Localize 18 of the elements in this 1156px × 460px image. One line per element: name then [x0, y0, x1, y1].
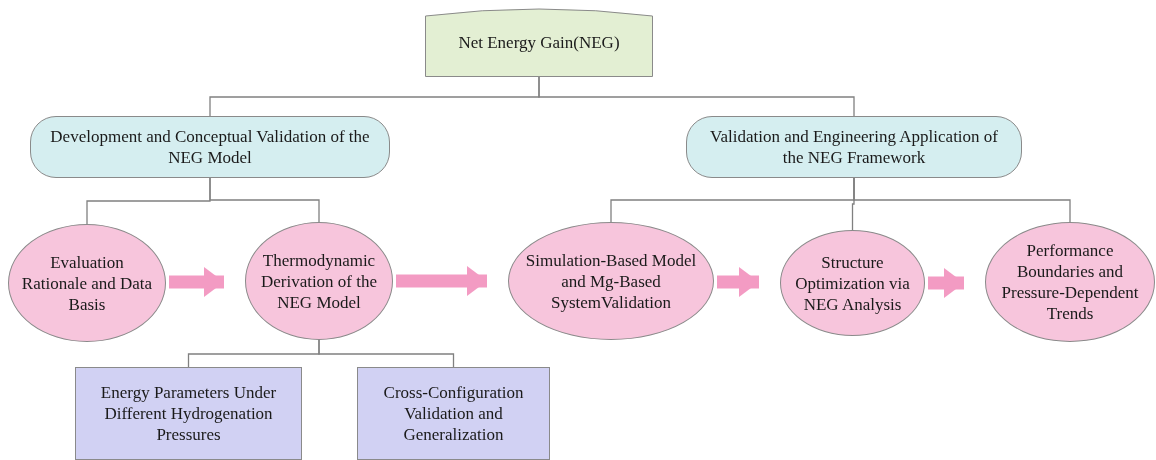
block-arrow [169, 267, 224, 297]
connector-line [209, 177, 320, 223]
subtopic-box: Cross-Configuration Validation and Generalization [357, 367, 550, 460]
connector-line [538, 76, 855, 117]
stage-ellipse: Structure Optimization via NEG Analysis [780, 230, 925, 336]
category-pill: Validation and Engineering Application of the NEG Framework [686, 116, 1022, 178]
block-arrow [396, 266, 487, 296]
stage-ellipse: Evaluation Rationale and Data Basis [8, 224, 166, 342]
block-arrow [928, 268, 964, 298]
stage-ellipse: Thermodynamic Derivation of the NEG Model [245, 222, 393, 340]
root-topic-box: Net Energy Gain(NEG) [425, 8, 653, 77]
subtopic-box: Energy Parameters Under Different Hydrogenation Pressures [75, 367, 302, 460]
stage-ellipse: Simulation-Based Model and Mg-Based SystemValidation [508, 222, 714, 340]
block-arrow [717, 267, 759, 297]
connector-line [318, 339, 455, 368]
connector-line [853, 177, 1071, 223]
category-pill: Development and Conceptual Validation of the NEG Model [30, 116, 390, 178]
stage-ellipse: Performance Boundaries and Pressure-Dependent Trends [985, 222, 1155, 342]
